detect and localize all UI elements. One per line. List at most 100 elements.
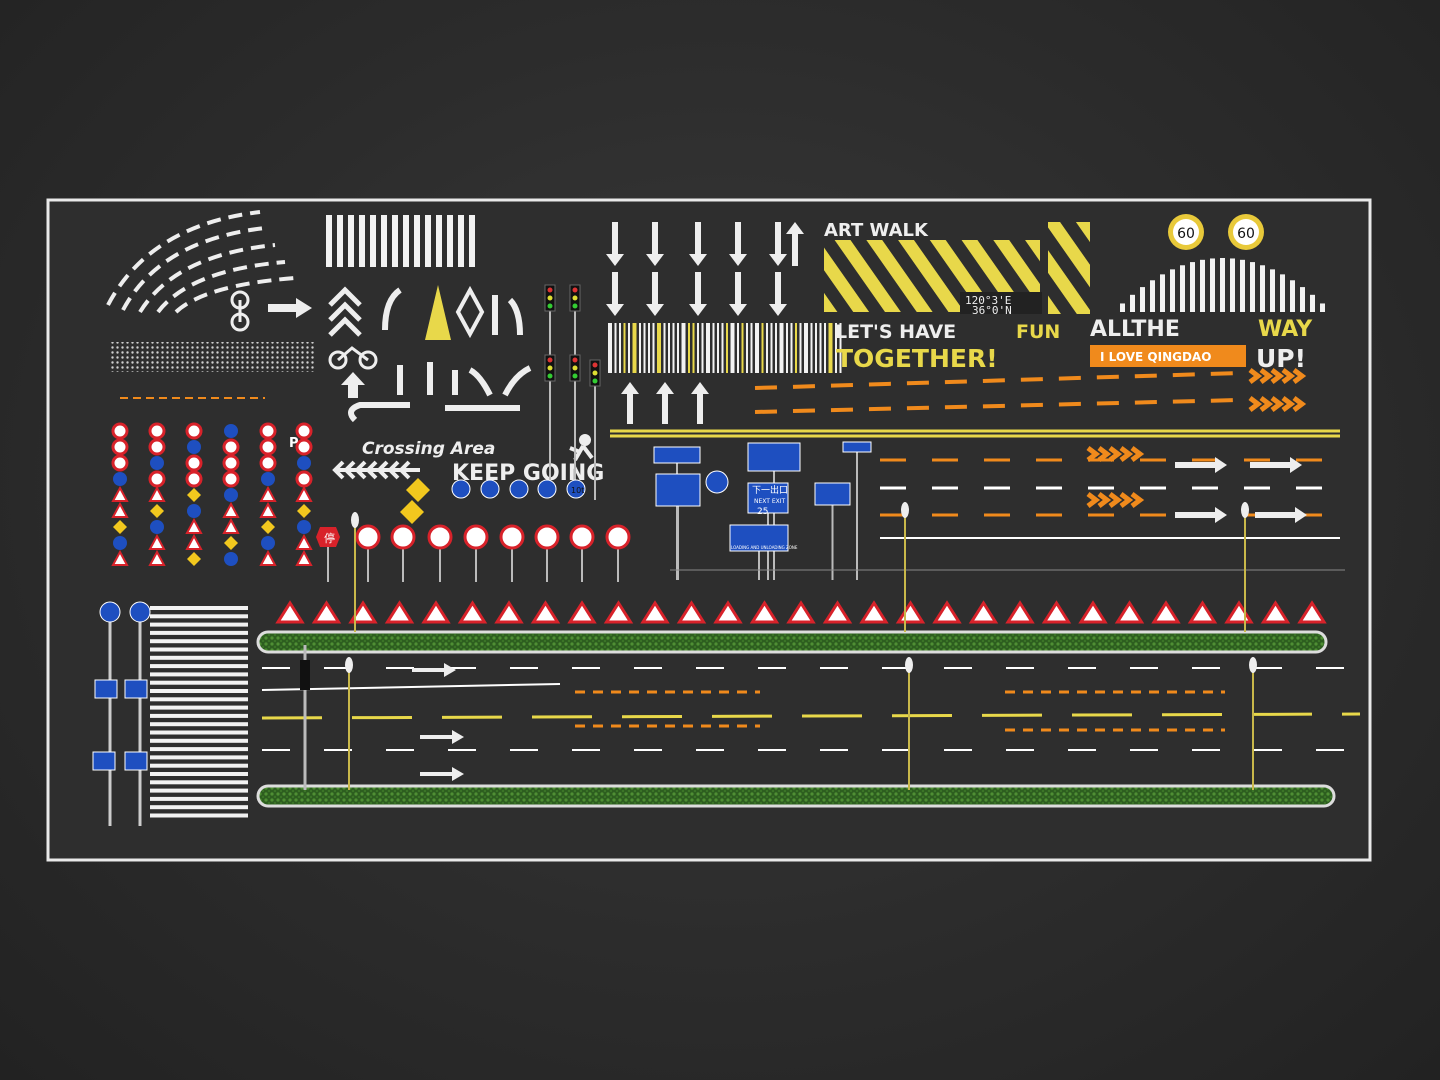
warning-triangle (1114, 600, 1145, 624)
mandatory-sign (150, 520, 164, 534)
zebra-stripe (150, 705, 248, 710)
lane-line (261, 712, 1361, 720)
lane-arrow (1255, 507, 1307, 523)
warning-triangle (676, 600, 707, 624)
barcode-bar (721, 323, 724, 373)
warning-triangle (530, 600, 561, 624)
zebra-stripe (150, 647, 248, 652)
zebra-stripe (1290, 280, 1295, 312)
orange-chevron (1108, 492, 1123, 508)
barcode-bar (619, 323, 621, 373)
bicycle-icon (328, 346, 378, 370)
barcode-bar (755, 323, 759, 373)
orange-chevron (1270, 368, 1285, 384)
guide-sign (653, 446, 701, 464)
traffic-light-icon (544, 284, 601, 500)
barcode-bar (835, 323, 837, 373)
warning-sign (185, 517, 203, 534)
prohibition-sign (222, 454, 240, 472)
orange-chevron (1281, 368, 1296, 384)
mandatory-sign (509, 479, 529, 499)
warning-triangle (932, 600, 962, 624)
stop-sign-text: 停 (324, 531, 335, 545)
orange-chevron (1108, 446, 1123, 462)
barcode-bar (623, 323, 626, 373)
orange-chevron (1119, 446, 1134, 462)
zebra-stripe (150, 805, 248, 810)
zebra-stripe (150, 730, 248, 735)
barcode-bar (681, 323, 686, 373)
prohibition-sign (111, 438, 129, 456)
warning-sign (111, 485, 129, 502)
zebra-stripe (150, 664, 248, 669)
lane-arrow (621, 382, 639, 424)
warning-sign (261, 520, 275, 534)
barcode-bar (668, 323, 670, 373)
warning-triangle (1151, 600, 1181, 624)
lamp-head (1241, 502, 1249, 518)
barcode-bar (828, 323, 833, 373)
warning-sign (297, 504, 311, 518)
barcode-bar (692, 323, 695, 373)
zebra-stripe (1240, 259, 1245, 312)
zebra-stripe (150, 689, 248, 693)
zebra-stripe (392, 215, 398, 267)
orange-chevron (1086, 492, 1101, 508)
zebra-stripe (150, 697, 248, 702)
lane-arrow (656, 382, 674, 424)
barcode-bar (746, 323, 748, 373)
lane-arrow (786, 222, 804, 266)
up-text: UP! (1256, 344, 1306, 373)
orange-chevron (1097, 492, 1112, 508)
red-lamp (592, 362, 598, 368)
green-lamp (592, 378, 598, 384)
zebra-stripe (150, 738, 248, 743)
barcode-bar (770, 323, 773, 373)
zebra-stripe (150, 713, 248, 718)
dot-grid (110, 342, 315, 372)
prohibition-sign (259, 422, 277, 440)
orange-chevron (1086, 446, 1101, 462)
mandatory-sign (187, 504, 201, 518)
warning-sign (259, 501, 277, 518)
fun-text: FUN (1016, 321, 1060, 343)
orange-chevron (1248, 368, 1263, 384)
warning-sign (148, 549, 166, 566)
mandatory-sign (261, 472, 275, 486)
red-lamp (547, 357, 553, 363)
zebra-stripe (1270, 269, 1275, 312)
barcode-bar (712, 323, 715, 373)
barcode-bar (663, 323, 666, 373)
prohibition-sign (463, 524, 489, 550)
zebra-stripe (150, 639, 248, 644)
warning-sign (187, 488, 201, 502)
warning-triangle (968, 600, 999, 624)
barcode-bar (614, 323, 617, 373)
barcode-bar (717, 323, 719, 373)
warning-sign (187, 552, 201, 566)
zebra-stripe (447, 215, 453, 267)
lane-arrow (1175, 457, 1227, 473)
zebra-stripe (150, 813, 248, 818)
warning-triangle (749, 600, 780, 624)
zebra-stripe (1140, 287, 1145, 312)
arc-zebra-crossing (1120, 258, 1325, 312)
warning-triangle (275, 600, 305, 624)
barcode-bar (701, 323, 704, 373)
together-text: TOGETHER! (836, 344, 998, 373)
prohibition-sign (185, 422, 203, 440)
zebra-stripe (326, 215, 332, 267)
lamp-head (901, 502, 909, 518)
green-lamp (572, 303, 578, 309)
barcode-bar (672, 323, 675, 373)
speed-value-2: 60 (1237, 226, 1255, 242)
zebra-stripe (150, 606, 248, 610)
zebra-stripe (1250, 262, 1255, 312)
arrow-grid (606, 222, 804, 424)
prohibition-sign (111, 422, 129, 440)
orange-chevron (1281, 396, 1296, 412)
mandatory-sign (480, 479, 500, 499)
warning-triangle (348, 600, 378, 624)
barcode-bar (628, 323, 630, 373)
warning-triangle-row (275, 600, 1327, 624)
